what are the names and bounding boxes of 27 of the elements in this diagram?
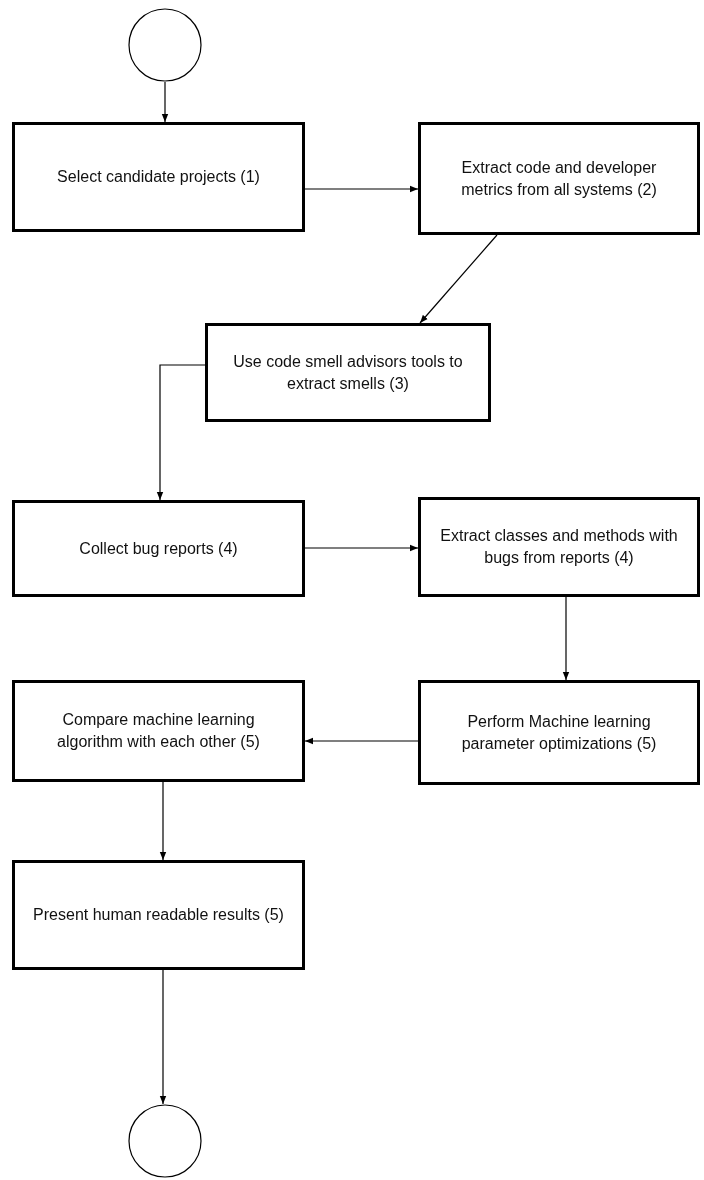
process-box bbox=[418, 680, 700, 785]
step-text: Extract code and developer metrics from all systems (2) bbox=[460, 157, 658, 200]
arrow bbox=[419, 234, 498, 324]
arrow bbox=[304, 737, 419, 745]
step-text: Select candidate projects (1) bbox=[57, 167, 260, 188]
process-box bbox=[12, 680, 305, 782]
step-text: Compare machine learning algorithm with each other (5) bbox=[56, 710, 261, 752]
process-box bbox=[12, 500, 305, 597]
arrow bbox=[562, 596, 570, 681]
end-circle bbox=[128, 1104, 202, 1178]
arrow bbox=[156, 364, 206, 501]
step-text: Extract classes and methods with bugs from reports (4) bbox=[439, 526, 679, 568]
arrow bbox=[161, 81, 169, 123]
arrow bbox=[159, 969, 167, 1105]
start-circle bbox=[128, 8, 202, 82]
arrow bbox=[304, 185, 419, 193]
arrow bbox=[304, 544, 419, 552]
process-box bbox=[418, 122, 700, 235]
step-text: Use code smell advisors tools to extract smells (3) bbox=[232, 351, 464, 394]
arrow bbox=[159, 781, 167, 861]
step-text: Collect bug reports (4) bbox=[79, 538, 238, 559]
step-text: Present human readable results (5) bbox=[33, 905, 284, 926]
process-box bbox=[12, 860, 305, 970]
process-box bbox=[205, 323, 491, 422]
process-box bbox=[12, 122, 305, 232]
step-text: Perform Machine learning parameter optimizations (5) bbox=[460, 711, 658, 754]
process-box bbox=[418, 497, 700, 597]
